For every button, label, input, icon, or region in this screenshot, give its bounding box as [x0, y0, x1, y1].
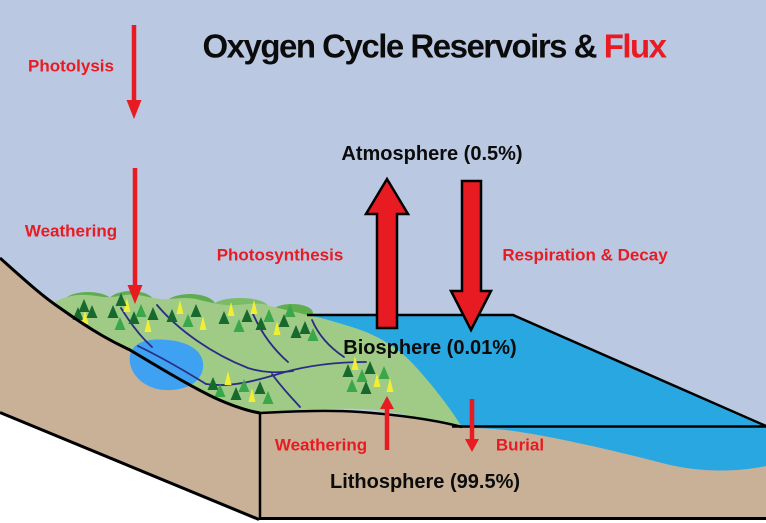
burial-arrow	[465, 399, 479, 452]
label-photolysis: Photolysis	[28, 56, 114, 76]
block-cutaway-bottom	[0, 519, 766, 523]
lake	[129, 339, 204, 391]
label-biosphere: Biosphere (0.01%)	[343, 337, 517, 359]
photolysis-arrow	[126, 25, 142, 119]
label-weathering-upper: Weathering	[24, 221, 118, 241]
label-photosynthesis: Photosynthesis	[216, 245, 344, 265]
label-lithosphere: Lithosphere (99.5%)	[329, 471, 521, 493]
photosynthesis-arrow	[363, 176, 411, 330]
label-atmosphere: Atmosphere (0.5%)	[341, 143, 523, 165]
label-respiration-decay: Respiration & Decay	[502, 245, 668, 265]
label-burial: Burial	[495, 435, 545, 455]
diagram-title-main: Oxygen Cycle Reservoirs &	[202, 27, 604, 65]
ocean-cross-section	[458, 428, 766, 471]
flux-arrows-thin	[126, 25, 479, 452]
lithosphere-slope-face	[0, 258, 260, 519]
block-outlines	[0, 256, 766, 521]
diagram-title: Oxygen Cycle Reservoirs & Flux	[202, 27, 667, 65]
ocean-surface	[307, 315, 766, 428]
rivers	[120, 304, 367, 408]
respiration-decay-arrow	[448, 179, 494, 333]
label-weathering-lower: Weathering	[274, 435, 368, 455]
weathering-upper-arrow	[127, 168, 143, 304]
weathering-lower-arrow	[380, 396, 394, 450]
biosphere-land	[53, 294, 462, 427]
diagram-title-accent: Flux	[603, 27, 667, 65]
